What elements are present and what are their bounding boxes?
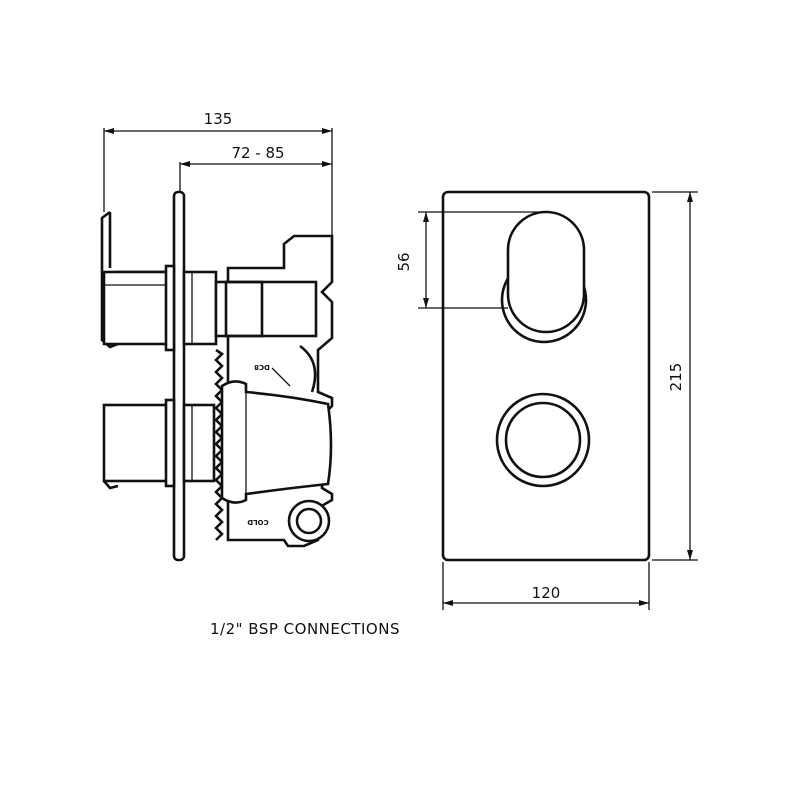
thermostatic-cone [220, 380, 333, 504]
hot-inlet-label: DC8 [254, 363, 270, 371]
dimension-120-label: 120 [532, 584, 561, 602]
dimension-215-label: 215 [667, 363, 685, 392]
dimension-120: 120 [442, 562, 650, 610]
dimension-56-label: 56 [395, 252, 413, 271]
front-lever-paddle [506, 210, 586, 334]
cold-inlet-label: COLD [247, 518, 269, 526]
dimension-72-85: 72 - 85 [179, 144, 332, 192]
dimension-72-85-label: 72 - 85 [231, 144, 284, 162]
side-view: DC8 COLD [100, 190, 334, 562]
connections-note: 1/2" BSP CONNECTIONS [210, 620, 400, 638]
valve-body [226, 234, 334, 548]
dimension-215: 215 [652, 191, 698, 561]
dimension-56: 56 [395, 211, 548, 309]
dimension-135-label: 135 [204, 110, 233, 128]
side-wall-plate [172, 190, 186, 562]
front-face-plate [441, 190, 651, 562]
side-control-knob [102, 403, 172, 483]
dimension-135: 135 [103, 110, 333, 238]
front-view: 56 215 120 [395, 190, 698, 610]
